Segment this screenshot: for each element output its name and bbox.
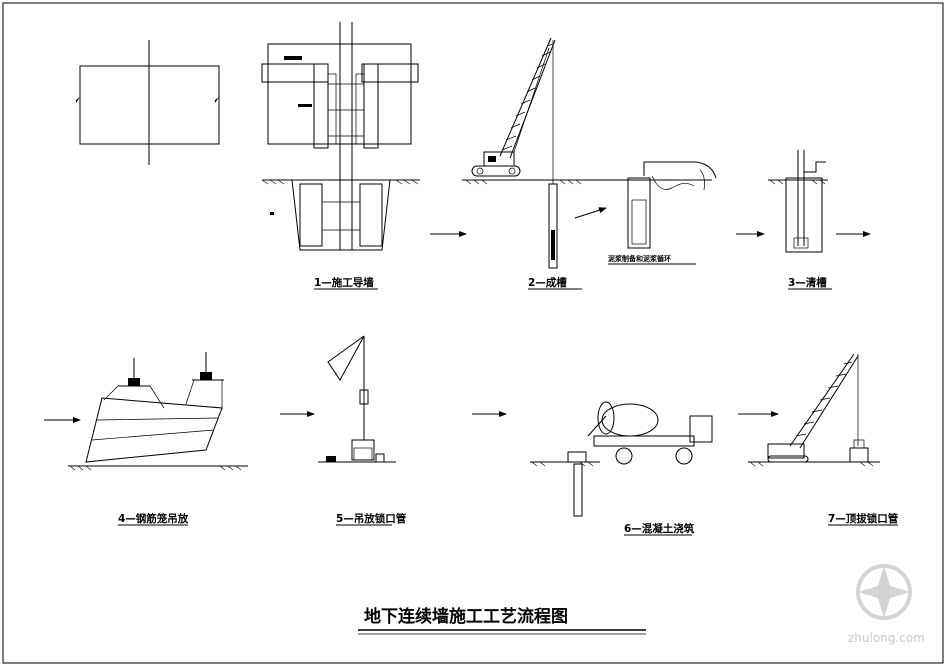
slurry-note: 泥浆制备和泥浆循环	[608, 254, 671, 263]
step-7-pipe-extraction-drawing	[748, 353, 880, 467]
step-1-label: 1—施工导墙	[314, 276, 374, 289]
step-3-label: 3—清槽	[788, 276, 827, 289]
step-2-trenching-drawing	[462, 37, 717, 269]
zhulong-logo-icon	[856, 564, 912, 620]
step-6-concrete-pouring-drawing	[530, 401, 713, 517]
watermark-text: zhulong.com	[848, 631, 925, 645]
step-5-locking-pipe-drawing	[318, 335, 396, 463]
step-5-label: 5—吊放锁口管	[336, 512, 407, 525]
step-1-guide-wall-drawing	[76, 22, 420, 251]
step-6-label: 6—混凝土浇筑	[624, 522, 695, 535]
step-3-cleaning-drawing	[768, 150, 828, 253]
step-4-label: 4—钢筋笼吊放	[118, 512, 189, 525]
step-4-cage-lifting-drawing	[68, 352, 248, 471]
step-7-label: 7—顶拔锁口管	[828, 512, 899, 525]
step-2-label: 2—成槽	[528, 276, 567, 289]
diagram-title: 地下连续墙施工工艺流程图	[364, 606, 568, 627]
